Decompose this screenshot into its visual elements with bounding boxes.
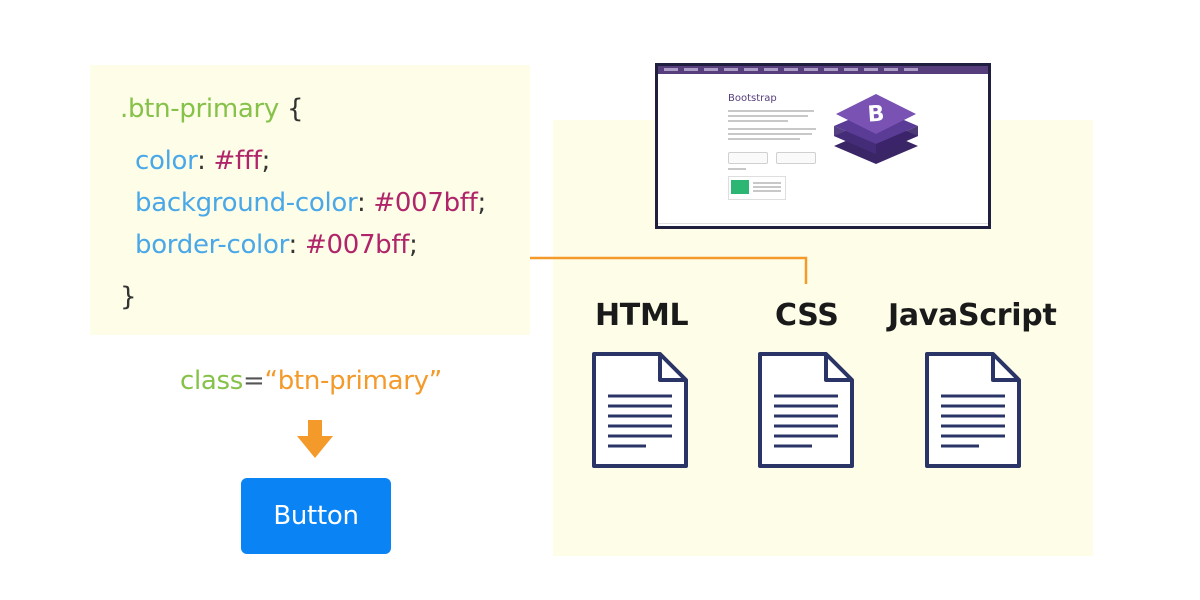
file-label-javascript: JavaScript <box>888 298 1057 333</box>
css-value: #fff <box>213 146 262 176</box>
css-selector: .btn-primary <box>120 94 279 124</box>
attr-name: class <box>180 366 244 396</box>
code-line-selector: .btn-primary { <box>120 93 304 125</box>
document-icon <box>758 352 854 468</box>
screenshot-title: Bootstrap <box>728 93 777 104</box>
file-label-html: HTML <box>595 298 689 333</box>
css-property: background-color <box>135 188 357 218</box>
code-line-declaration: border-color: #007bff; <box>135 230 418 260</box>
css-code-panel: .btn-primary { color: #fff; background-c… <box>90 65 530 335</box>
arrow-down-icon <box>297 420 333 458</box>
bootstrap-site-screenshot: Bootstrap B <box>655 63 991 229</box>
document-icon <box>925 352 1021 468</box>
attr-equals: = <box>243 366 265 396</box>
screenshot-navbar <box>658 66 988 74</box>
class-attribute: class=“btn-primary” <box>180 364 442 398</box>
css-value: #007bff <box>304 230 410 260</box>
code-line-declaration: color: #fff; <box>135 146 271 176</box>
css-property: color <box>135 146 198 176</box>
file-label-css: CSS <box>775 298 839 333</box>
document-icon <box>592 352 688 468</box>
css-property: border-color <box>135 230 289 260</box>
screenshot-button <box>728 152 768 164</box>
primary-button[interactable]: Button <box>241 478 391 554</box>
close-brace: } <box>120 282 137 312</box>
code-line-close: } <box>120 281 137 313</box>
screenshot-button <box>776 152 816 164</box>
code-line-declaration: background-color: #007bff; <box>135 188 486 218</box>
attr-value: “btn-primary” <box>264 366 443 396</box>
logo-letter: B <box>867 101 885 127</box>
css-value: #007bff <box>373 188 478 218</box>
screenshot-ad <box>728 176 786 200</box>
bootstrap-logo-icon: B <box>834 94 918 164</box>
open-brace: { <box>286 94 304 124</box>
